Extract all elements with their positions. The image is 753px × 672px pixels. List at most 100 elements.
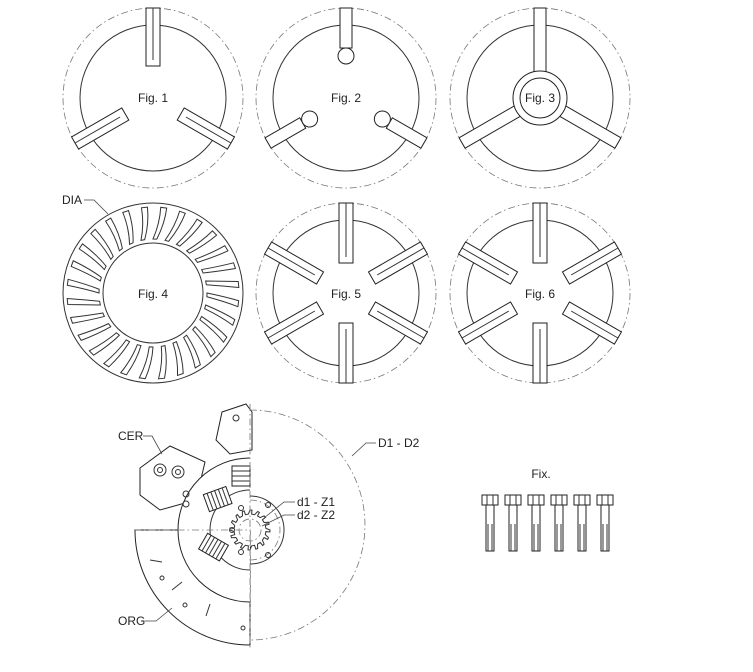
bolt-shank <box>554 504 564 552</box>
fig4-groove <box>104 217 123 252</box>
fig6-arm <box>457 241 519 285</box>
cer-leader-line <box>143 435 163 455</box>
fig4-groove <box>199 315 228 344</box>
d1-z1-label: d1 - Z1 <box>297 495 335 509</box>
fig6-arm <box>532 202 548 264</box>
d1-d2-callout: D1 - D2 <box>351 436 420 457</box>
fix-bolt <box>527 494 545 552</box>
bolt-head <box>596 494 614 506</box>
fig4-groove <box>185 230 218 254</box>
fig4-groove <box>205 280 240 289</box>
fig3-arm-top <box>533 7 547 75</box>
fig3-hub-inner <box>519 77 561 119</box>
outer-diameter-outline <box>249 409 366 641</box>
fix-bolt <box>504 494 522 552</box>
bolt-head <box>481 494 499 506</box>
bolt-shank <box>577 504 587 552</box>
bolt-shank <box>531 504 541 552</box>
d1-z1-callout: d1 - Z1 <box>263 495 335 519</box>
fig6-arm-set <box>457 202 623 384</box>
fig2-pin-top <box>337 7 355 65</box>
fig1-arm-top <box>145 7 161 67</box>
bolt-head <box>573 494 591 506</box>
fig5-arm <box>338 202 354 264</box>
bolt-shank <box>485 504 495 552</box>
damper-spring-3 <box>231 465 251 487</box>
fig2-pin-left <box>373 110 428 149</box>
d1-d2-leader-line <box>351 442 376 457</box>
fig4-groove-ring <box>66 206 240 380</box>
fig4-groove <box>69 312 106 324</box>
fig4-outer-circle <box>62 202 244 384</box>
fig4-groove <box>172 340 184 377</box>
d2-z2-callout: d2 - Z2 <box>261 508 335 527</box>
fig2-pin-right <box>264 110 319 149</box>
damper-spring-1 <box>202 485 233 513</box>
fig6-arm-slot <box>461 310 510 339</box>
spline-teeth <box>229 509 271 551</box>
fig4-groove <box>90 228 114 261</box>
fig5-arm-slot <box>267 247 316 276</box>
fig4-groove <box>70 260 102 282</box>
fig4-groove <box>206 292 240 308</box>
bolt-shank <box>508 504 518 552</box>
fig4-groove <box>78 243 107 271</box>
fig4-groove <box>192 325 216 358</box>
fig5-arm <box>367 241 429 285</box>
fig4-groove <box>182 334 201 369</box>
fig5-arm-slot <box>376 310 425 339</box>
bolt-head <box>550 494 568 506</box>
fig4-groove <box>66 278 100 294</box>
fig6-arm <box>457 301 519 345</box>
org-callout: ORG <box>118 607 173 628</box>
bolt-head <box>527 494 545 506</box>
fig1-label: Fig. 1 <box>138 91 168 105</box>
fig4-groove <box>200 262 237 274</box>
fig4-groove <box>88 332 121 356</box>
figure-6: Fig. 6 <box>449 202 631 384</box>
fig6-arm <box>532 322 548 384</box>
fix-bolt <box>481 494 499 552</box>
fig5-arm <box>338 322 354 384</box>
fig4-groove <box>140 206 149 241</box>
fig5-arm <box>367 301 429 345</box>
hub-right-outline <box>249 495 285 565</box>
fig5-arm <box>263 301 325 345</box>
fig3-label: Fig. 3 <box>525 91 555 105</box>
figure-3: Fig. 3 <box>449 7 631 189</box>
d1-z1-leader-line <box>263 501 295 519</box>
org-label: ORG <box>118 614 145 628</box>
fig2-label: Fig. 2 <box>331 91 361 105</box>
fig4-groove <box>77 323 112 341</box>
bolt-shank <box>600 504 610 552</box>
dia-callout: DIA <box>62 193 109 215</box>
fig4-groove <box>152 206 168 240</box>
fig6-arm-slot <box>570 310 619 339</box>
fig4-groove <box>164 210 186 242</box>
fig6-arm-slot <box>461 247 510 276</box>
cer-callout: CER <box>118 429 163 455</box>
org-leader-line <box>145 607 173 622</box>
figure-2: Fig. 2 <box>255 7 437 189</box>
fig4-groove <box>102 339 131 368</box>
dia-leader-line <box>84 199 109 215</box>
figure-4: Fig. 4 <box>62 202 244 384</box>
fig4-groove <box>66 297 101 306</box>
fig4-groove <box>119 344 142 376</box>
fig4-groove <box>194 244 229 263</box>
fig6-arm-slot <box>570 247 619 276</box>
d2-z2-leader-line <box>261 514 295 527</box>
fig4-groove <box>138 346 154 380</box>
cerametallic-pad-top <box>215 403 253 455</box>
fig5-label: Fig. 5 <box>331 287 361 301</box>
dia-label: DIA <box>62 193 82 207</box>
cer-label: CER <box>118 429 144 443</box>
fig5-arm-set <box>263 202 429 384</box>
fix-bolt <box>550 494 568 552</box>
fig4-label: Fig. 4 <box>138 287 168 301</box>
figure-1: Fig. 1 <box>62 7 244 189</box>
fix-bolt <box>573 494 591 552</box>
d2-z2-label: d2 - Z2 <box>297 508 335 522</box>
fig5-arm-slot <box>376 247 425 276</box>
